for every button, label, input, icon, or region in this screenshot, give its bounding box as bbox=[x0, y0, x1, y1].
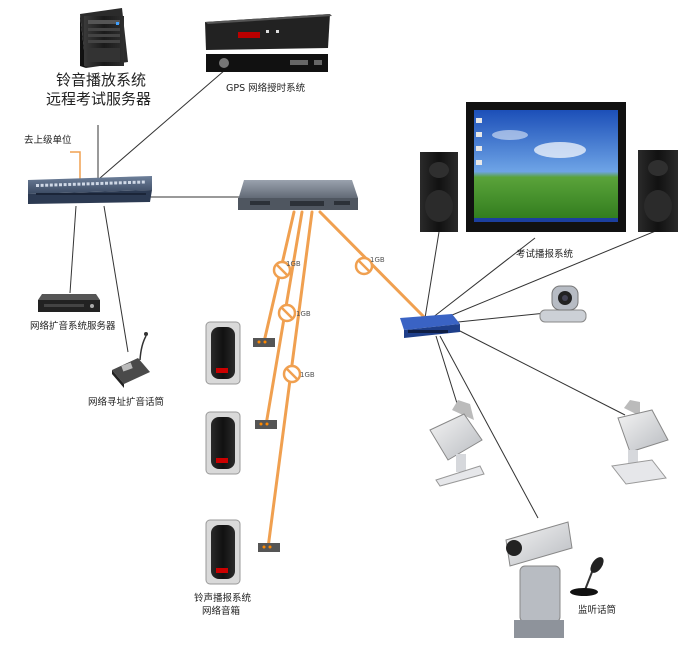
switch-port bbox=[91, 182, 95, 186]
switch-port bbox=[118, 181, 122, 185]
fiber-label-d: 1GB bbox=[370, 256, 385, 264]
core-switch-icon bbox=[28, 176, 152, 204]
monitor-mic-label: 监听话筒 bbox=[578, 605, 617, 616]
gps-label: GPS 网络授时系统 bbox=[226, 83, 306, 94]
bullet-camera-icon bbox=[429, 400, 485, 487]
fiber-label-a: 1GB bbox=[286, 260, 301, 268]
exam-broadcast-label: 考试播报系统 bbox=[516, 249, 574, 260]
switch-port bbox=[132, 180, 136, 184]
switch-port bbox=[123, 181, 127, 185]
switch-port bbox=[68, 182, 72, 186]
switch-port bbox=[59, 183, 62, 187]
loudspeaker-icon bbox=[420, 152, 458, 232]
speaker-label-line2: 网络音箱 bbox=[202, 606, 241, 617]
network-speaker-3 bbox=[205, 519, 280, 585]
switch-port bbox=[105, 181, 108, 185]
server-label-line1: 铃音播放系统 bbox=[56, 71, 147, 89]
switch-port bbox=[114, 181, 118, 185]
switch-port bbox=[36, 184, 39, 187]
loudspeaker-left bbox=[420, 152, 458, 232]
outdoor-ptz-camera bbox=[505, 521, 573, 638]
switch-port bbox=[128, 181, 131, 184]
switch-port bbox=[109, 181, 113, 185]
loudspeaker-right bbox=[638, 150, 678, 232]
fiber-coil-4 bbox=[354, 256, 374, 276]
switch-port bbox=[45, 183, 49, 187]
tower-server-icon bbox=[80, 8, 128, 68]
media-converter-icon bbox=[258, 543, 280, 552]
switch-port bbox=[77, 182, 81, 186]
gps-rack-icon bbox=[205, 14, 332, 72]
link-switch-pa bbox=[69, 205, 77, 294]
links bbox=[69, 69, 659, 519]
link-gps-switch bbox=[99, 69, 226, 179]
link-poe-spk-right bbox=[439, 229, 659, 321]
fiber-coil-2 bbox=[277, 303, 297, 323]
network-speaker-2 bbox=[205, 411, 277, 475]
fiber-label-b: 1GB bbox=[296, 310, 311, 318]
switch-port bbox=[40, 183, 44, 187]
fiber-coil-1 bbox=[272, 260, 292, 280]
core-switch-ports bbox=[36, 180, 145, 187]
server-label-line2: 远程考试服务器 bbox=[46, 90, 152, 108]
fiber-coil-icon bbox=[272, 260, 292, 280]
link-poe-cam-right bbox=[457, 329, 626, 416]
link-poe-ptz bbox=[439, 335, 539, 519]
ptz-camera-icon bbox=[505, 521, 573, 638]
camera-right bbox=[611, 400, 669, 485]
switch-port bbox=[137, 180, 141, 184]
network-speaker-1 bbox=[205, 321, 275, 385]
fiber-coil-icon bbox=[354, 256, 374, 276]
aggregation-switch-icon bbox=[238, 180, 358, 210]
poe-switch-icon bbox=[400, 314, 460, 338]
switch-port bbox=[141, 180, 145, 184]
camera-left bbox=[429, 400, 485, 487]
switch-port bbox=[100, 181, 104, 185]
fiber-coil-3 bbox=[282, 364, 302, 384]
link-switch-mic bbox=[103, 205, 129, 353]
loudspeaker-icon bbox=[638, 150, 678, 232]
network-speaker-icon bbox=[205, 321, 241, 385]
link-poe-spk-left bbox=[424, 231, 440, 319]
switch-port bbox=[72, 182, 76, 186]
switch-port bbox=[86, 182, 90, 186]
monitor-icon bbox=[466, 102, 626, 232]
link-poe-monitor bbox=[431, 237, 536, 319]
switch-port bbox=[63, 183, 67, 187]
paging-microphone-icon bbox=[112, 332, 150, 388]
paging-mic-label: 网络寻址扩音话筒 bbox=[88, 397, 165, 408]
pa-amplifier-icon bbox=[38, 294, 100, 312]
speaker-label-line1: 铃声播报系统 bbox=[194, 593, 252, 604]
microphone-icon bbox=[570, 557, 604, 596]
switch-port bbox=[82, 182, 85, 186]
media-converter-icon bbox=[253, 338, 275, 347]
media-converter-icon bbox=[255, 420, 277, 429]
pa-server-label: 网络扩音系统服务器 bbox=[30, 321, 116, 332]
network-speaker-icon bbox=[205, 519, 241, 585]
uplink-label: 去上级单位 bbox=[24, 135, 72, 146]
fiber-coil-icon bbox=[282, 364, 302, 384]
fiber-label-c: 1GB bbox=[300, 371, 315, 379]
fiber-coil-icon bbox=[277, 303, 297, 323]
uplink-line bbox=[70, 151, 81, 188]
network-speaker-icon bbox=[205, 411, 241, 475]
bullet-camera-icon bbox=[611, 400, 669, 485]
switch-port bbox=[95, 182, 99, 186]
switch-port bbox=[54, 183, 58, 187]
link-poe-cam-left bbox=[435, 335, 461, 414]
ptz-camera-icon bbox=[539, 285, 587, 323]
switch-port bbox=[49, 183, 53, 187]
